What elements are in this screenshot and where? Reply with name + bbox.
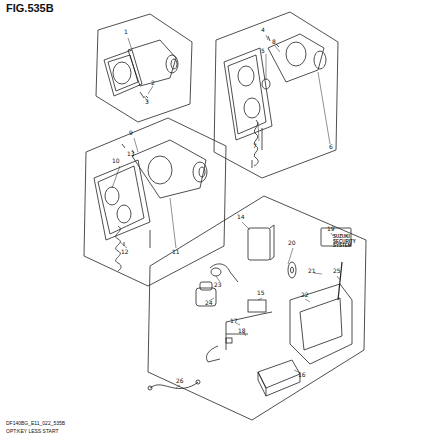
callout-number: 7 — [253, 143, 257, 149]
callout-number: 10 — [112, 158, 120, 164]
leader-lines — [112, 35, 340, 388]
panel-outline — [96, 14, 192, 122]
callout-number: 9 — [129, 130, 133, 136]
callout-number: 8 — [272, 39, 276, 45]
switch-panel — [104, 40, 178, 98]
footer-note: OPT:KEY LESS START — [6, 429, 59, 434]
callout-number: 23 — [214, 282, 222, 288]
callout-number: 24 — [205, 300, 213, 306]
callout-number: 2 — [151, 80, 155, 86]
callout-number: 3 — [145, 99, 149, 105]
callout-number: 13 — [127, 151, 135, 157]
switch-panel — [94, 140, 207, 271]
keyless-kit — [148, 225, 352, 396]
callout-number: 1 — [124, 29, 128, 35]
switch-panel — [224, 34, 326, 168]
panel-outline — [148, 196, 366, 420]
callout-number: 25 — [333, 268, 341, 274]
callout-number: 18 — [238, 328, 246, 334]
callout-number: 21 — [308, 268, 316, 274]
callout-number: 15 — [257, 290, 265, 296]
callout-number: 5 — [261, 48, 265, 54]
callout-number: 14 — [237, 214, 245, 220]
callout-number: 19 — [327, 226, 335, 232]
callout-number: 12 — [121, 249, 129, 255]
panel-outline — [214, 12, 338, 178]
callout-number: 6 — [329, 144, 333, 150]
callout-number: 26 — [176, 378, 184, 384]
figure-title: FIG.535B — [6, 3, 54, 14]
callout-number: 11 — [172, 249, 180, 255]
decal-text: SUZUKI SECURITY SYSTEM — [333, 235, 355, 249]
callout-number: 22 — [301, 292, 309, 298]
callout-number: 16 — [298, 372, 306, 378]
callout-number: 4 — [261, 27, 265, 33]
footer-note: DF140BG_E11_022_535B — [6, 421, 65, 426]
panel-outline — [84, 118, 226, 286]
callout-number: 17 — [230, 318, 238, 324]
callout-number: 20 — [288, 240, 296, 246]
